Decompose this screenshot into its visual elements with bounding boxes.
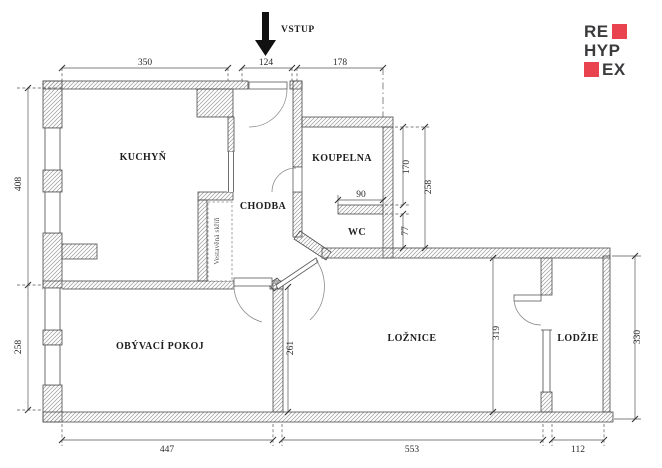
walls	[42, 80, 614, 423]
room-labels: KUCHYŇ KOUPELNA CHODBA WC OBÝVACÍ POKOJ …	[116, 151, 598, 352]
room-label-wc: WC	[348, 227, 366, 238]
room-label-bedroom: LOŽNICE	[388, 332, 437, 344]
dim-wc-height: 77	[401, 226, 411, 236]
wall-hallway-right-upper	[292, 80, 303, 168]
dim-left-upper: 408	[14, 177, 24, 192]
logo-line1-text: RE	[584, 22, 609, 41]
bedroom-door	[275, 257, 325, 321]
logo-red-square-top	[611, 24, 627, 39]
windows	[43, 127, 552, 393]
bathroom-door	[271, 166, 303, 193]
wall-kitchen-right	[227, 116, 235, 153]
room-label-bathroom: KOUPELNA	[312, 153, 372, 164]
room-label-loggia: LODŽIE	[557, 332, 598, 344]
room-label-living-room: OBÝVACÍ POKOJ	[116, 340, 204, 352]
rehypex-logo: RE HYP EX	[584, 22, 642, 79]
wall-left-mid	[42, 232, 63, 289]
dim-bathroom-height: 170	[402, 160, 412, 175]
wall-loggia-right	[602, 255, 611, 413]
wall-left-pier-living	[42, 329, 63, 346]
dim-bathroom-top: 178	[333, 58, 348, 68]
wall-kitchen-top	[42, 80, 249, 90]
balcony-door	[513, 294, 542, 326]
dim-bottom-living: 447	[160, 445, 175, 455]
dim-entrance-top: 124	[259, 58, 274, 68]
wall-bedroom-top	[321, 247, 611, 259]
wall-bathroom-top	[301, 116, 394, 128]
dimension-labels: 350 124 178 408 258 170 258 90 77 261 31…	[14, 58, 643, 455]
room-label-kitchen: KUCHYŇ	[120, 151, 167, 163]
living-window-2	[43, 344, 62, 386]
wall-loggia-divider-lower	[540, 391, 553, 413]
built-in-wardrobe: Vestavěná skříň	[207, 201, 233, 282]
wall-left-pier-kitchen	[42, 169, 63, 193]
dim-bathroom-wc-total: 258	[424, 180, 434, 195]
dim-left-lower: 258	[14, 340, 24, 355]
kitchen-window-1	[43, 127, 62, 171]
wall-living-bedroom-divider	[272, 282, 284, 413]
entrance-label: VSTUP	[281, 25, 315, 35]
wardrobe-label: Vestavěná skříň	[213, 217, 221, 264]
dim-bedroom-height: 319	[492, 326, 502, 341]
dim-loggia-height: 330	[633, 330, 643, 345]
dim-bottom-loggia: 112	[571, 445, 585, 455]
dim-wc-wall: 90	[356, 190, 366, 200]
entrance-door	[248, 81, 288, 128]
doors	[227, 81, 542, 326]
logo-line2-text: HYP	[584, 41, 621, 60]
entrance-arrow-icon	[255, 12, 276, 56]
entrance-marker: VSTUP	[255, 12, 315, 56]
living-room-door	[233, 277, 273, 323]
wall-kitchen-protrusion	[61, 243, 98, 260]
room-label-hallway: CHODBA	[240, 201, 287, 212]
wall-hallway-right-lower	[292, 191, 303, 238]
wall-kitchen-corner-block	[196, 88, 234, 118]
kitchen-opening	[227, 152, 235, 192]
living-window-1	[43, 287, 62, 331]
dim-kitchen-top: 350	[138, 58, 153, 68]
dimension-lines	[17, 64, 641, 446]
wall-loggia-divider-upper	[540, 257, 553, 296]
wall-wardrobe-side	[197, 199, 208, 282]
logo-red-square-bottom	[584, 62, 599, 77]
wall-bathroom-wc-stub	[337, 204, 384, 215]
logo-line3-text: EX	[602, 60, 626, 79]
wall-bathroom-right	[382, 126, 394, 259]
dim-bottom-bedroom: 553	[405, 445, 420, 455]
wall-kitchen-stub	[197, 191, 234, 201]
kitchen-window-2	[43, 191, 62, 234]
wall-kitchen-living-divider	[42, 280, 235, 290]
loggia-window	[541, 329, 552, 393]
wall-bottom	[42, 411, 614, 423]
dim-living-divider: 261	[286, 341, 296, 356]
